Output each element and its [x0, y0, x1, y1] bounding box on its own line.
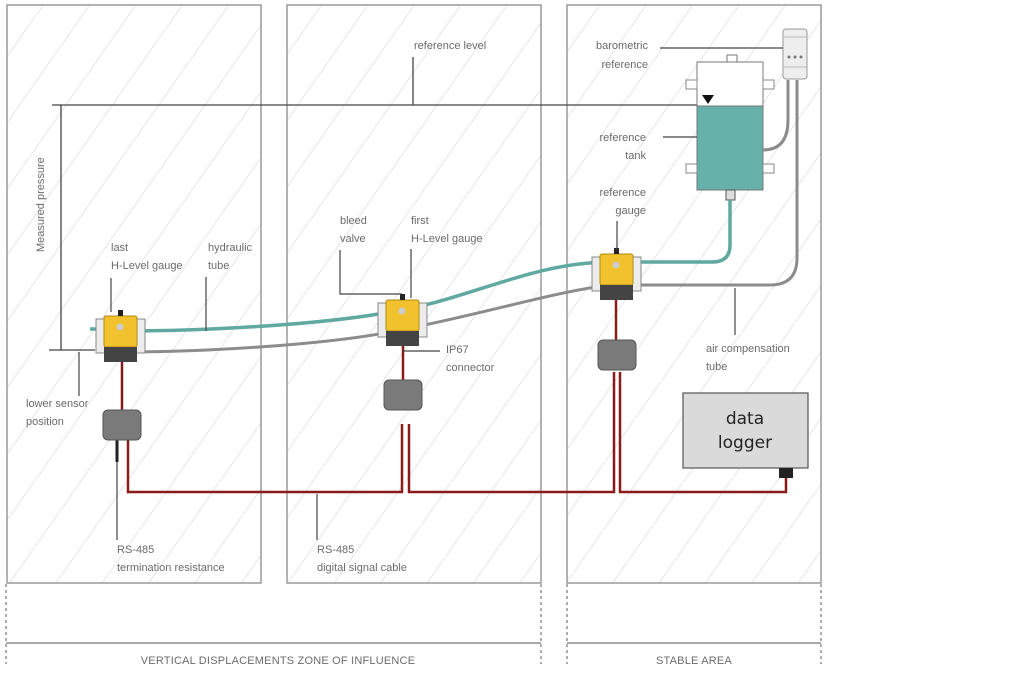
barometric-reference	[660, 28, 808, 80]
rs485-cable-label-2: digital signal cable	[317, 562, 407, 574]
bleed-valve-label-1: bleed	[340, 215, 367, 227]
reference-level-line	[49, 57, 705, 351]
zone-label-stable: STABLE AREA	[656, 655, 732, 667]
rs485-termination-label-1: RS-485	[117, 544, 154, 556]
zone-label-unstable: VERTICAL DISPLACEMENTS ZONE OF INFLUENCE	[141, 655, 416, 667]
hydraulic-tube-label-2: tube	[208, 260, 229, 272]
reference-level-label: reference level	[414, 40, 486, 52]
zone-brackets	[5, 584, 822, 664]
barometric-reference-label-1: barometric	[596, 40, 648, 52]
junction-box-3	[597, 339, 637, 371]
hydraulic-tube-label-1: hydraulic	[208, 242, 253, 254]
ip67-connector-label-1: IP67	[446, 344, 469, 356]
bleed-valve-label-2: valve	[340, 233, 366, 245]
junction-box-2	[383, 379, 423, 411]
first-gauge-label-1: first	[411, 215, 429, 227]
first-h-level-gauge	[377, 294, 428, 346]
zone-panels	[6, 4, 822, 584]
reference-gauge-label-2: gauge	[615, 205, 646, 217]
lower-sensor-label-1: lower sensor	[26, 398, 89, 410]
data-logger-label-2: logger	[718, 433, 772, 453]
reference-gauge	[591, 248, 642, 300]
leader-lines	[78, 221, 736, 540]
lower-sensor-label-2: position	[26, 416, 64, 428]
measured-pressure-label: Measured pressure	[35, 157, 47, 252]
rs485-cable-label-1: RS-485	[317, 544, 354, 556]
rs485-signal-cable	[120, 296, 788, 494]
panel-middle	[286, 4, 542, 584]
barometric-reference-label-2: reference	[602, 59, 648, 71]
ip67-connector-label-2: connector	[446, 362, 495, 374]
reference-tank-label-1: reference	[600, 132, 646, 144]
last-h-level-gauge	[95, 310, 146, 362]
junction-box-1	[102, 409, 142, 441]
air-compensation-tube	[126, 80, 799, 354]
data-logger	[682, 392, 809, 478]
air-compensation-label-1: air compensation	[706, 343, 790, 355]
last-gauge-label-1: last	[111, 242, 128, 254]
last-gauge-label-2: H-Level gauge	[111, 260, 183, 272]
data-logger-label-1: data	[726, 409, 764, 429]
air-compensation-label-2: tube	[706, 361, 727, 373]
panel-left	[6, 4, 262, 584]
first-gauge-label-2: H-Level gauge	[411, 233, 483, 245]
reference-gauge-label-1: reference	[600, 187, 646, 199]
reference-tank	[663, 54, 775, 201]
rs485-termination-label-2: termination resistance	[117, 562, 225, 574]
reference-tank-label-2: tank	[625, 150, 646, 162]
